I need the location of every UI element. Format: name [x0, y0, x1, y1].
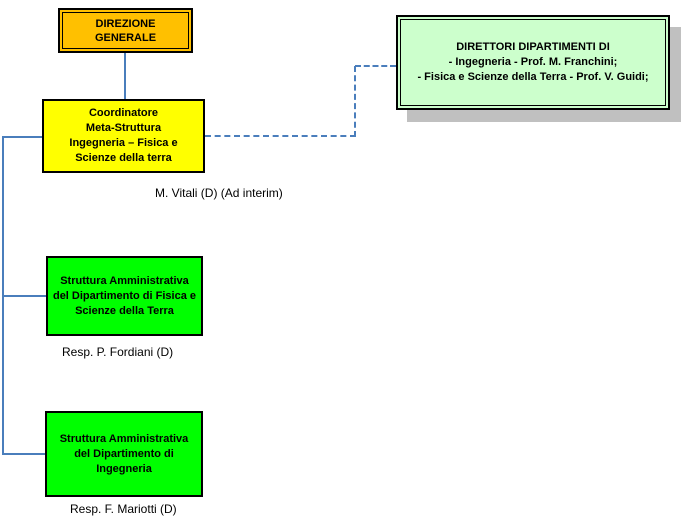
- caption-ingegneria-responsabile: Resp. F. Mariotti (D): [70, 502, 177, 516]
- node-direzione-generale: DIREZIONE GENERALE: [58, 8, 193, 53]
- node-coordinatore-meta-struttura-label: Coordinatore Meta-Struttura Ingegneria –…: [69, 107, 178, 164]
- caption-fisica-responsabile: Resp. P. Fordiani (D): [62, 345, 174, 359]
- dashed-connector-horizontal-upper: [355, 65, 396, 67]
- connector-branch-struttura-ingegneria: [4, 453, 45, 455]
- connector-direzione-to-coordinatore: [124, 53, 126, 99]
- node-struttura-amministrativa-ingegneria-label: Struttura Amministrativa del Dipartiment…: [59, 432, 189, 475]
- dashed-connector-vertical: [354, 66, 356, 137]
- node-direttori-dipartimenti: DIRETTORI DIPARTIMENTI DI - Ingegneria -…: [396, 15, 670, 110]
- node-direzione-generale-label: DIREZIONE GENERALE: [94, 17, 157, 44]
- caption-coordinatore-responsabile: M. Vitali (D) (Ad interim): [155, 186, 283, 200]
- node-direttori-dipartimenti-label: DIRETTORI DIPARTIMENTI DI - Ingegneria -…: [417, 41, 649, 83]
- node-struttura-amministrativa-ingegneria: Struttura Amministrativa del Dipartiment…: [45, 411, 203, 497]
- connector-left-trunk: [2, 136, 4, 455]
- node-struttura-amministrativa-fisica-label: Struttura Amministrativa del Dipartiment…: [52, 274, 197, 317]
- connector-branch-struttura-fisica: [4, 295, 46, 297]
- node-struttura-amministrativa-fisica: Struttura Amministrativa del Dipartiment…: [46, 256, 203, 336]
- node-coordinatore-meta-struttura: Coordinatore Meta-Struttura Ingegneria –…: [42, 99, 205, 173]
- connector-branch-coordinatore: [4, 136, 42, 138]
- dashed-connector-horizontal-lower: [205, 135, 356, 137]
